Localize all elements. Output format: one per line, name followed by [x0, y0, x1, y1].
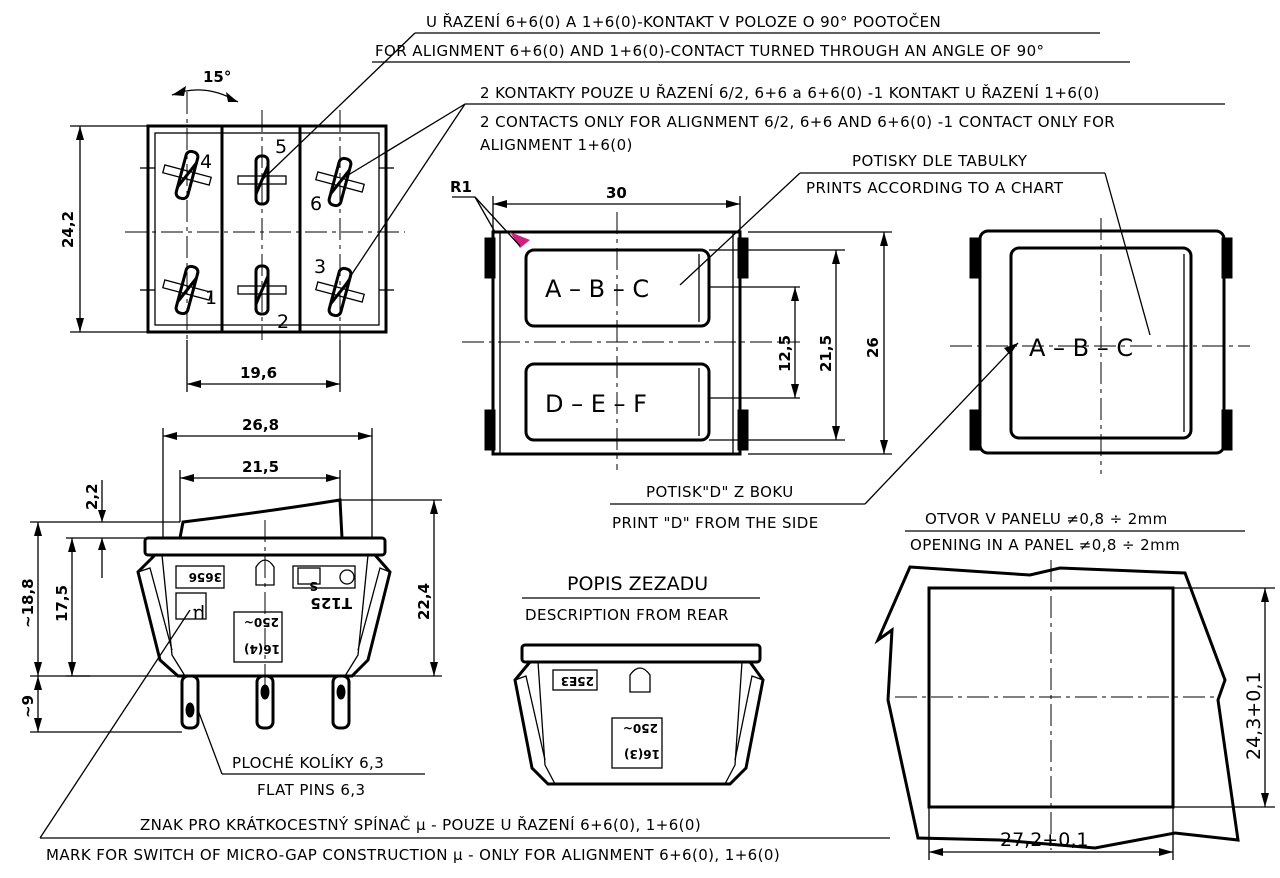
dim-pitch-label: 19,6 — [240, 364, 277, 382]
contact-pin-5 — [237, 154, 287, 206]
note-contacts-cz: 2 KONTAKTY POUZE U ŘAZENÍ 6/2, 6+6 a 6+6… — [480, 83, 1100, 102]
code-side: 3656 — [189, 570, 222, 584]
note-prints-en: PRINTS ACCORDING TO A CHART — [806, 179, 1064, 197]
pin-label-1: 1 — [205, 287, 217, 309]
dim-height-top-label: 24,2 — [59, 211, 77, 248]
dim-inner-height: 17,5 — [53, 537, 92, 677]
dim-window-height: 21,5 — [709, 249, 845, 441]
contact-pin-1 — [161, 264, 213, 316]
dim-cut-height: 24,3+0,1 — [1173, 587, 1275, 808]
note-micro-gap: ZNAK PRO KRÁTKOCESTNÝ SPÍNAČ µ - POUZE U… — [39, 609, 890, 864]
note-micro-cz: ZNAK PRO KRÁTKOCESTNÝ SPÍNAČ µ - POUZE U… — [140, 815, 701, 834]
note-pins-cz: PLOCHÉ KOLÍKY 6,3 — [232, 753, 384, 772]
rating-side-2: 16(4) — [244, 642, 280, 656]
dim-pitch: 19,6 — [186, 340, 341, 392]
note-pins-en: FLAT PINS 6,3 — [257, 781, 365, 799]
dim-inner-height-label: 17,5 — [53, 585, 71, 622]
pin-label-4: 4 — [200, 151, 212, 173]
pin-label-3: 3 — [314, 256, 326, 278]
note-pins: PLOCHÉ KOLÍKY 6,3 FLAT PINS 6,3 — [197, 709, 425, 799]
contact-pin-4 — [161, 149, 213, 201]
note-panel-en: OPENING IN A PANEL ≠0,8 ÷ 2mm — [910, 536, 1180, 554]
top-print: A – B – C — [545, 275, 649, 303]
dim-total-height-label: 22,4 — [415, 583, 433, 620]
note-contacts-en-1: 2 CONTACTS ONLY FOR ALIGNMENT 6/2, 6+6 A… — [480, 113, 1115, 131]
note-panel-cz: OTVOR V PANELU ≠0,8 ÷ 2mm — [925, 510, 1168, 528]
note-side-print: POTISK"D" Z BOKU PRINT "D" FROM THE SIDE — [610, 342, 1019, 532]
note-contacts-en-2: ALIGNMENT 1+6(0) — [480, 136, 633, 154]
top-view — [125, 92, 405, 340]
dim-height-top: 24,2 — [59, 125, 148, 333]
note-side-print-cz: POTISK"D" Z BOKU — [646, 483, 794, 501]
dim-side-width: 26,8 — [162, 416, 373, 538]
model-label: T125 — [310, 594, 352, 612]
note-contact-turn: U ŘAZENÍ 6+6(0) A 1+6(0)-KONTAKT V POLOZ… — [372, 12, 1130, 63]
contact-pin-3 — [314, 266, 366, 318]
dim-front-width: 30 — [492, 184, 741, 232]
bottom-print: D – E – F — [545, 390, 647, 418]
dim-window-height-label: 21,5 — [817, 335, 835, 372]
note-turn-cz: U ŘAZENÍ 6+6(0) A 1+6(0)-KONTAKT V POLOZ… — [426, 12, 941, 31]
panel-opening-view — [874, 560, 1240, 850]
note-side-print-en: PRINT "D" FROM THE SIDE — [612, 514, 819, 532]
radius-label: R1 — [450, 178, 472, 196]
flat-pins — [180, 674, 351, 730]
dim-cut-height-label: 24,3+0,1 — [1243, 672, 1265, 760]
rating-rear-1: 250~ — [623, 721, 658, 735]
pin-label-6: 6 — [310, 193, 322, 215]
dim-gap: 12,5 — [709, 286, 800, 399]
note-micro-en: MARK FOR SWITCH OF MICRO-GAP CONSTRUCTIO… — [46, 846, 780, 864]
dim-total-height: 22,4 — [340, 499, 442, 677]
rating-side-1: 250~ — [244, 615, 279, 629]
dim-rocker: 2,2 — [83, 480, 180, 578]
dim-body-height: ~18,8 — [19, 521, 178, 677]
rear-title-en: DESCRIPTION FROM REAR — [525, 606, 729, 624]
dim-side-inner-label: 21,5 — [242, 458, 279, 476]
single-rocker-view: A – B – C — [950, 218, 1250, 474]
note-contacts: 2 KONTAKTY POUZE U ŘAZENÍ 6/2, 6+6 a 6+6… — [465, 83, 1225, 154]
angle-label: 15° — [203, 68, 231, 86]
micro-mark-side: µ — [193, 604, 205, 626]
dim-radius: R1 — [450, 178, 521, 247]
contact-pin-2 — [237, 264, 287, 316]
dim-side-width-label: 26,8 — [242, 416, 279, 434]
note-panel: OTVOR V PANELU ≠0,8 ÷ 2mm OPENING IN A P… — [905, 510, 1245, 554]
note-prints-cz: POTISKY DLE TABULKY — [852, 152, 1028, 170]
dim-gap-label: 12,5 — [776, 335, 794, 372]
rear-view: POPIS ZEZADU DESCRIPTION FROM REAR 25E3 … — [513, 573, 765, 786]
dim-cut-width-label: 27,2+0,1 — [1000, 829, 1088, 851]
pin-label-5: 5 — [275, 136, 287, 158]
note-turn-en: FOR ALIGNMENT 6+6(0) AND 1+6(0)-CONTACT … — [375, 42, 1044, 60]
dim-front-width-label: 30 — [606, 184, 627, 202]
side-profile-view: 3656 µ T125 S 250~ 16(4) — [136, 498, 392, 730]
dim-front-height-label: 26 — [864, 337, 882, 358]
dim-side-inner: 21,5 — [179, 458, 341, 522]
dim-pin-length-label: ~9 — [19, 695, 37, 718]
dim-body-height-label: ~18,8 — [19, 578, 37, 628]
side-view-print: A – B – C — [1029, 334, 1133, 362]
rating-rear-2: 16(3) — [624, 747, 660, 761]
contact-pin-6 — [314, 156, 366, 208]
angle-dimension: 15° — [171, 68, 239, 103]
contact-pins — [161, 149, 366, 318]
front-view: A – B – C D – E – F — [462, 212, 800, 470]
dim-pin-length: ~9 — [19, 676, 182, 733]
approval-mark: S — [309, 579, 318, 593]
dim-front-height: 26 — [748, 231, 892, 455]
dim-rocker-label: 2,2 — [83, 483, 101, 510]
leaders-top — [261, 32, 466, 296]
code-rear: 25E3 — [561, 674, 594, 688]
dim-cut-width: 27,2+0,1 — [928, 807, 1174, 860]
pin-label-2: 2 — [277, 311, 289, 333]
note-prints: POTISKY DLE TABULKY PRINTS ACCORDING TO … — [679, 152, 1151, 336]
pin-labels: 4 5 6 1 2 3 — [200, 136, 326, 333]
rear-title-cz: POPIS ZEZADU — [567, 573, 708, 595]
